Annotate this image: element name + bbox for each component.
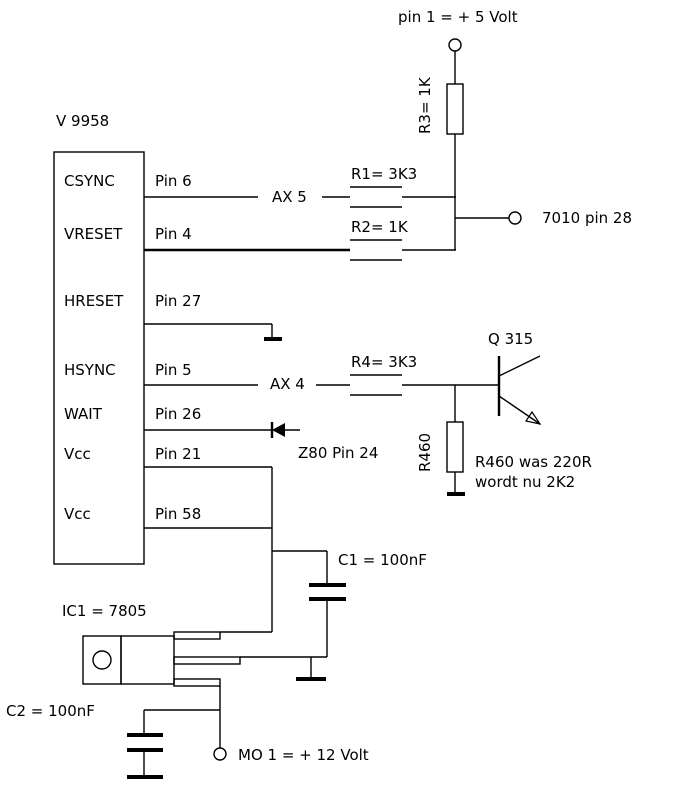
capacitor-c1 [309, 583, 346, 601]
signal-vreset: VRESET [64, 225, 123, 243]
note-r460-line2: wordt nu 2K2 [475, 473, 575, 491]
chip-body [53, 151, 145, 565]
terminal-12v [213, 747, 227, 761]
supply-12v-label: MO 1 = + 12 Volt [238, 746, 369, 764]
buffer-ax5: AX 5 [272, 188, 307, 206]
ground-hreset [264, 337, 282, 341]
signal-vcc-1: Vcc [64, 445, 91, 463]
signal-vcc-2: Vcc [64, 505, 91, 523]
transistor-q315-label: Q 315 [488, 330, 533, 348]
capacitor-c1-label: C1 = 100nF [338, 551, 427, 569]
diode-wait [270, 422, 285, 438]
supply-5v-label: pin 1 = + 5 Volt [398, 8, 518, 26]
signal-hreset: HRESET [64, 292, 124, 310]
resistor-r3 [446, 83, 464, 135]
resistor-r460-label: R460 [416, 433, 434, 472]
ground-c2 [127, 775, 163, 779]
chip-name: V 9958 [56, 112, 109, 130]
pin-label-27: Pin 27 [155, 292, 201, 310]
ground-regulator [296, 677, 326, 681]
terminal-7010 [508, 211, 522, 225]
pin-label-26: Pin 26 [155, 405, 201, 423]
resistor-r3-label: R3= 1K [416, 76, 434, 134]
signal-hsync: HSYNC [64, 361, 116, 379]
regulator-ic1 [82, 631, 241, 687]
pin-label-4: Pin 4 [155, 225, 192, 243]
resistor-r4 [350, 374, 402, 396]
capacitor-c2-label: C2 = 100nF [6, 702, 95, 720]
regulator-label: IC1 = 7805 [62, 602, 147, 620]
label-z80-pin24: Z80 Pin 24 [298, 444, 378, 462]
signal-wait: WAIT [64, 405, 103, 423]
ground-r460 [447, 492, 465, 496]
label-7010-pin28: 7010 pin 28 [542, 209, 632, 227]
resistor-r4-label: R4= 3K3 [351, 353, 417, 371]
resistor-r2 [350, 239, 402, 261]
note-r460-line1: R460 was 220R [475, 453, 592, 471]
pin-label-21: Pin 21 [155, 445, 201, 463]
pin-label-6: Pin 6 [155, 172, 192, 190]
signal-csync: CSYNC [64, 172, 115, 190]
resistor-r1-label: R1= 3K3 [351, 165, 417, 183]
resistor-r460 [446, 421, 464, 473]
transistor-q315 [497, 355, 542, 425]
terminal-5v [448, 38, 462, 52]
capacitor-c2 [127, 733, 163, 752]
pin-label-5: Pin 5 [155, 361, 192, 379]
resistor-r2-label: R2= 1K [351, 218, 409, 236]
pin-label-58: Pin 58 [155, 505, 201, 523]
buffer-ax4: AX 4 [270, 375, 305, 393]
resistor-r1 [350, 186, 402, 208]
